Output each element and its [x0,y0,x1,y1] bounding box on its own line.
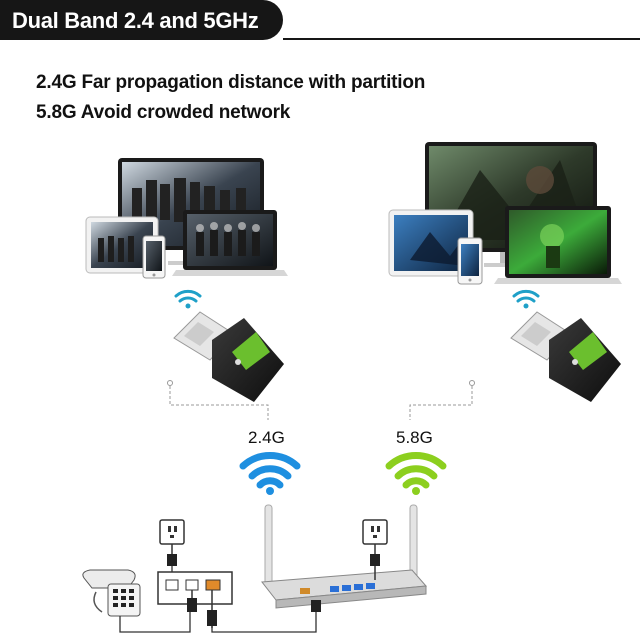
right-device-group [388,142,622,285]
headline-2-4g: 2.4G Far propagation distance with parti… [36,72,426,93]
headline-5-8g: 5.8G Avoid crowded network [36,102,291,123]
banner-underline [283,38,640,40]
modem [157,571,233,628]
band-label-2-4g: 2.4G [248,428,285,447]
left-laptop [172,210,288,276]
right-tablet [388,209,474,277]
right-laptop [494,206,622,284]
right-small-wifi-icon [512,289,540,309]
left-device-group [85,158,288,279]
left-small-wifi-icon [174,289,202,309]
left-usb-adapter [173,311,284,402]
left-power-socket [159,519,185,566]
router [261,504,428,609]
dashed-connection-lines [167,380,475,420]
right-power-socket [362,519,388,580]
wifi-5-8g-icon [385,452,447,495]
right-usb-adapter [510,311,621,402]
right-phone [457,237,483,285]
banner-title: Dual Band 2.4 and 5GHz [12,8,259,33]
title-banner: Dual Band 2.4 and 5GHz [0,0,283,40]
cables [119,566,321,633]
telephone [82,569,141,617]
band-label-5-8g: 5.8G [396,428,433,447]
left-phone [142,235,166,279]
wifi-2-4g-icon [239,452,301,495]
